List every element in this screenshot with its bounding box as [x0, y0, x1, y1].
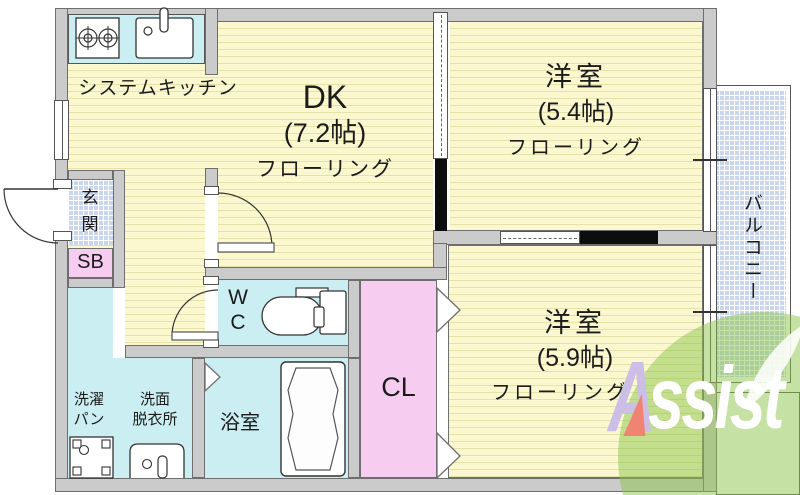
washroom-label-line2: 脱衣所 [132, 410, 178, 428]
entrance-label-line1: 玄 [81, 188, 99, 207]
wc-label-line2: C [230, 311, 246, 335]
washroom-label: 洗面 脱衣所 [122, 390, 188, 429]
wall-black-horizontal [580, 231, 658, 244]
wc-label-line1: W [228, 286, 248, 309]
wall-bath-left [192, 358, 205, 478]
room-54-floor [450, 22, 703, 232]
balcony-label: バルコニー [741, 192, 762, 303]
wall-wc-right [348, 280, 360, 358]
dk-floor: フローリング [256, 158, 394, 181]
wall-entrance-top [68, 170, 113, 180]
wall-divider-stub [433, 243, 447, 269]
closet [360, 280, 437, 478]
wall-entrance-right [113, 170, 125, 288]
entrance-genkan [68, 180, 113, 245]
dk-size: (7.2帖) [283, 118, 367, 148]
wall-hall-south [125, 345, 360, 358]
sliding-door-track [503, 237, 577, 239]
assist-logo-text: ssist [648, 348, 785, 447]
window-glass-line [710, 246, 711, 382]
closet-label: CL [381, 372, 416, 402]
room59-floor: フローリング [491, 382, 629, 404]
shoebox-label: SB [77, 251, 104, 273]
entrance-label-line2: 関 [81, 215, 99, 235]
window-tick-upper [693, 159, 727, 161]
room54-floor: フローリング [507, 137, 645, 159]
window-tick-lower [693, 311, 727, 313]
sliding-door-dk-54 [433, 12, 448, 159]
shoebox [68, 248, 113, 278]
wc-door-jamb-top [203, 276, 219, 285]
wall-mid-left [205, 267, 447, 280]
laundry-label: 洗濯 パン [63, 390, 115, 429]
dk-door-jamb-bottom [204, 259, 219, 268]
wc-door-opening [205, 283, 218, 340]
room59-name: 洋室 [544, 308, 606, 338]
room59-size: (5.9帖) [536, 344, 614, 372]
wall-bath-right [348, 358, 360, 478]
entrance-label: 玄 関 [73, 184, 107, 238]
front-door-opening [55, 189, 68, 232]
wall-black-vertical [435, 159, 447, 231]
front-door-jamb-top [53, 179, 72, 189]
wall-below-sb [68, 278, 113, 288]
window-left-wall [54, 100, 69, 160]
front-door-arc-icon [3, 188, 59, 244]
wall-kitchen-stub [205, 8, 218, 75]
sliding-door-track [440, 15, 442, 156]
wc-door-jamb-bottom [203, 339, 219, 348]
room54-name: 洋室 [545, 62, 607, 92]
room54-size: (5.4帖) [537, 98, 615, 126]
window-glass-line [61, 101, 63, 159]
laundry-label-line2: パン [73, 410, 105, 428]
front-door-jamb-bottom [53, 231, 72, 241]
wall-bottom [55, 478, 717, 492]
washroom-left [68, 288, 113, 478]
dk-door-opening [205, 192, 218, 267]
assist-logo-letter-a: A [608, 341, 656, 453]
kitchen-counter [68, 14, 205, 64]
dk-name: DK [302, 79, 348, 115]
kitchen-label: システムキッチン [78, 78, 238, 99]
bathroom-label: 浴室 [220, 412, 260, 434]
wc-label: W C [222, 285, 254, 335]
dk-door-jamb-top [204, 186, 219, 195]
washroom-label-line1: 洗面 [139, 391, 170, 408]
laundry-label-line1: 洗濯 [73, 391, 104, 408]
hallway-floor [125, 245, 205, 345]
sliding-door-54-59 [500, 231, 580, 244]
